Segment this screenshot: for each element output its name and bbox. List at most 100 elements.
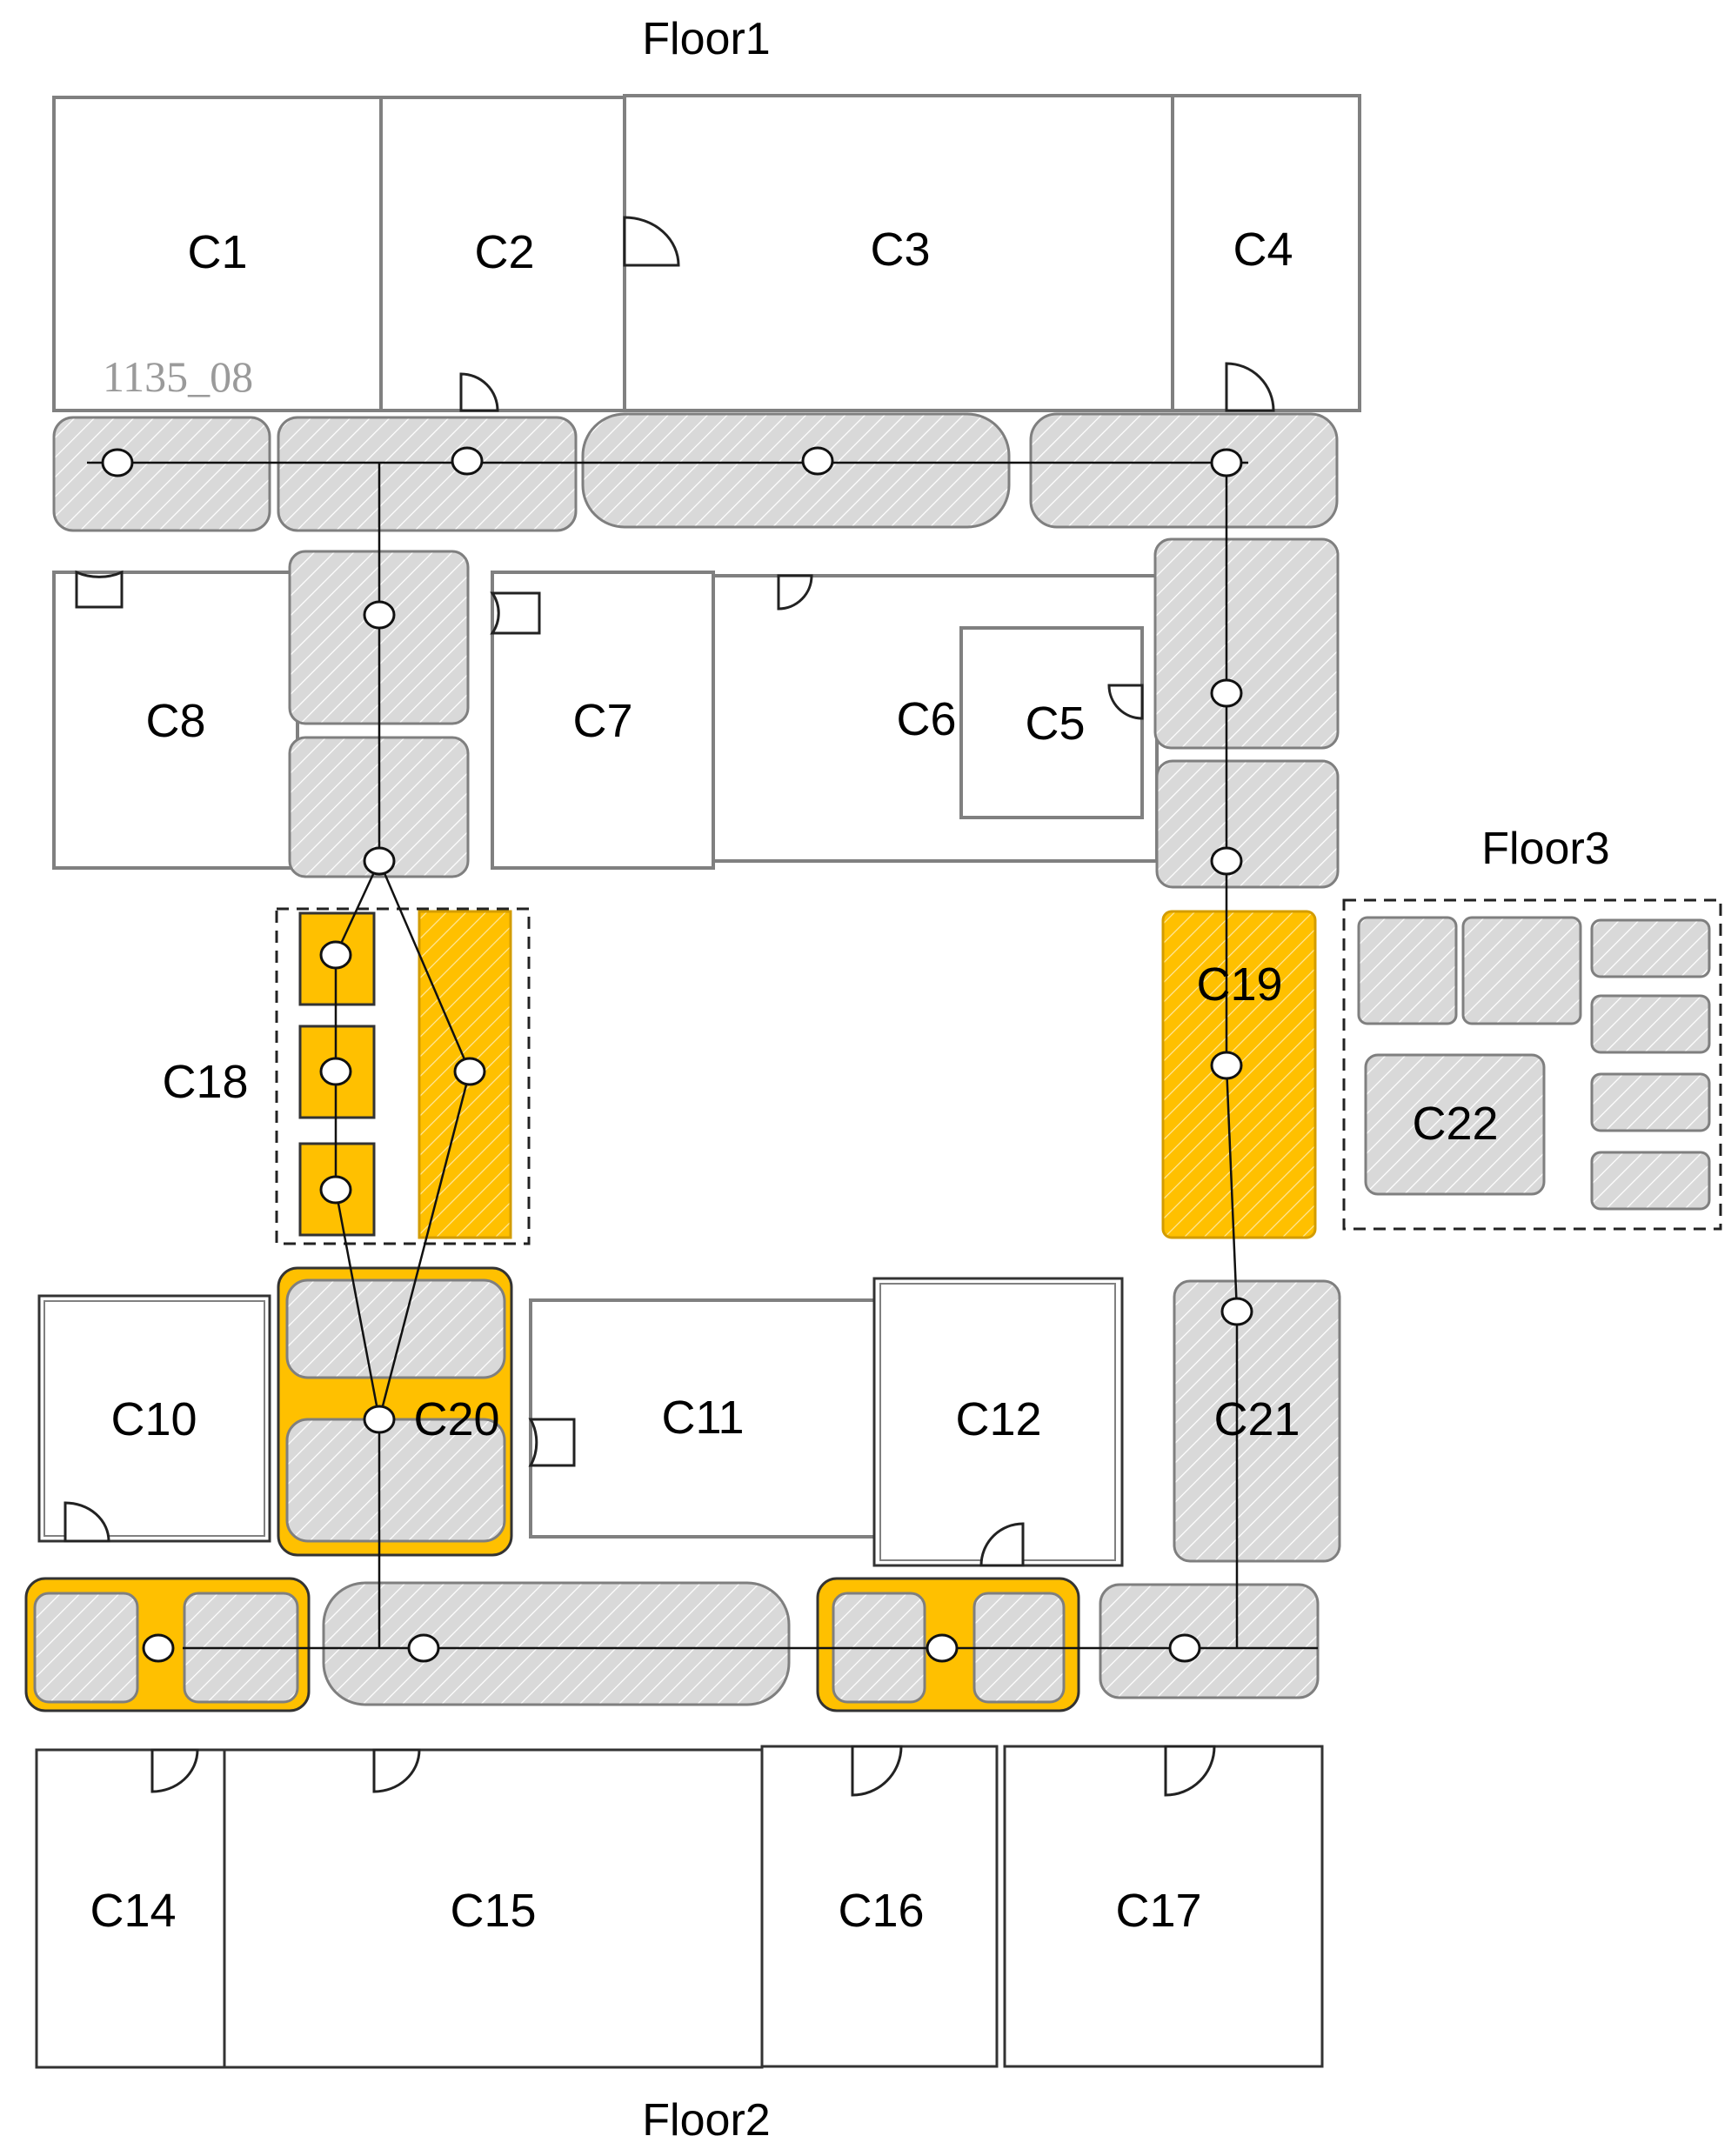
label-c18: C18 bbox=[162, 1056, 248, 1108]
node bbox=[319, 1175, 352, 1205]
floor1-title: Floor1 bbox=[642, 14, 770, 64]
door-c15 bbox=[372, 1748, 421, 1793]
node bbox=[801, 446, 834, 476]
door-c10 bbox=[63, 1501, 110, 1543]
zone-c19 bbox=[1161, 910, 1317, 1239]
floor2-corridor-row bbox=[24, 1577, 1320, 1712]
room-c17 bbox=[1003, 1745, 1324, 2068]
floor3-title: Floor3 bbox=[1481, 824, 1609, 874]
node bbox=[407, 1633, 440, 1663]
door-c14 bbox=[150, 1748, 199, 1793]
room-c22 bbox=[1364, 1053, 1546, 1196]
door-c2 bbox=[459, 372, 499, 412]
label-c20: C20 bbox=[413, 1393, 499, 1445]
room-c4 bbox=[1171, 94, 1361, 412]
edge-c18-b bbox=[378, 860, 471, 1072]
node bbox=[101, 448, 134, 477]
label-c10: C10 bbox=[110, 1393, 197, 1445]
corridor-1 bbox=[52, 416, 271, 532]
node bbox=[1210, 678, 1243, 708]
label-c12: C12 bbox=[955, 1393, 1041, 1445]
door-c6 bbox=[777, 574, 813, 611]
room-c5 bbox=[959, 626, 1144, 819]
node bbox=[1210, 846, 1243, 876]
label-c15: C15 bbox=[450, 1885, 536, 1937]
door-c3 bbox=[623, 216, 680, 267]
floor3-cell-3 bbox=[1590, 918, 1711, 978]
corridor-2 bbox=[277, 416, 578, 532]
floor3-panel bbox=[1342, 898, 1722, 1231]
node bbox=[363, 600, 396, 630]
floor3-cell-2 bbox=[1461, 916, 1582, 1025]
node bbox=[1210, 448, 1243, 477]
c20-cell-bottom bbox=[285, 1418, 506, 1543]
highlight-zone-c18 bbox=[275, 907, 531, 1245]
corridor-8 bbox=[1155, 759, 1340, 889]
c20-cell-top bbox=[285, 1278, 506, 1379]
node bbox=[1168, 1633, 1201, 1663]
watermark-text: 1135_08 bbox=[103, 352, 253, 401]
floor3-cell-6 bbox=[1590, 1151, 1711, 1211]
room-c3 bbox=[623, 94, 1174, 412]
floor2-middle-rooms bbox=[37, 1266, 1341, 1567]
label-c14: C14 bbox=[90, 1885, 176, 1937]
door-c11 bbox=[528, 1418, 576, 1467]
room-c15 bbox=[223, 1748, 764, 2069]
room-c10 bbox=[37, 1294, 271, 1543]
corridor-4 bbox=[1029, 412, 1339, 529]
floor3-dashed-frame bbox=[1342, 898, 1722, 1231]
node bbox=[363, 846, 396, 876]
label-c2: C2 bbox=[474, 226, 534, 278]
corridor-7 bbox=[1153, 537, 1340, 750]
room-c16 bbox=[760, 1745, 999, 2068]
node bbox=[926, 1633, 959, 1663]
node bbox=[1220, 1297, 1253, 1326]
path-graph-nodes bbox=[101, 446, 1253, 1663]
floor3-cell-1 bbox=[1357, 916, 1458, 1025]
label-c5: C5 bbox=[1025, 698, 1085, 750]
room-c10-inner bbox=[43, 1300, 265, 1537]
corridor-right-end bbox=[1099, 1583, 1320, 1699]
c18-dashed-frame bbox=[275, 907, 531, 1245]
room-c14 bbox=[35, 1748, 230, 2069]
edge-strip-c20 bbox=[378, 1071, 471, 1420]
edge-c18-a bbox=[334, 860, 381, 956]
floor1-middle-rooms bbox=[52, 570, 1337, 870]
zone-c21 bbox=[1173, 1279, 1341, 1563]
room-c2 bbox=[379, 96, 626, 412]
label-c17: C17 bbox=[1115, 1885, 1201, 1937]
room-c1 bbox=[52, 96, 383, 412]
label-c19: C19 bbox=[1196, 958, 1282, 1011]
node bbox=[319, 940, 352, 970]
door-c16 bbox=[851, 1745, 903, 1797]
door-c7 bbox=[490, 591, 541, 635]
corridor-left-cell-1 bbox=[33, 1592, 139, 1704]
node bbox=[453, 1057, 486, 1086]
label-c6: C6 bbox=[896, 693, 956, 745]
floor1-top-rooms bbox=[52, 94, 1361, 412]
door-c8 bbox=[75, 570, 124, 609]
room-c8 bbox=[52, 571, 299, 870]
label-c4: C4 bbox=[1233, 224, 1293, 276]
label-c21: C21 bbox=[1213, 1393, 1300, 1445]
door-c4 bbox=[1225, 362, 1275, 412]
label-c22: C22 bbox=[1412, 1098, 1498, 1150]
floor2-title: Floor2 bbox=[642, 2095, 770, 2146]
floor3-cell-5 bbox=[1590, 1072, 1711, 1132]
labels: Floor1 Floor2 Floor3 1135_08 C1 C2 C3 C4… bbox=[90, 14, 1609, 2146]
corridor-long bbox=[322, 1581, 791, 1706]
node bbox=[1210, 1051, 1243, 1080]
node bbox=[451, 446, 484, 476]
node bbox=[363, 1405, 396, 1434]
edge-c19-c21 bbox=[1225, 1065, 1239, 1312]
label-c8: C8 bbox=[145, 695, 205, 747]
room-c11 bbox=[529, 1298, 879, 1539]
door-c12 bbox=[979, 1522, 1025, 1567]
node bbox=[319, 1057, 352, 1086]
door-c17 bbox=[1164, 1745, 1216, 1797]
label-c11: C11 bbox=[661, 1392, 744, 1444]
label-c7: C7 bbox=[572, 695, 632, 747]
floor3-cell-4 bbox=[1590, 994, 1711, 1054]
node bbox=[142, 1633, 175, 1663]
label-c3: C3 bbox=[870, 224, 930, 276]
